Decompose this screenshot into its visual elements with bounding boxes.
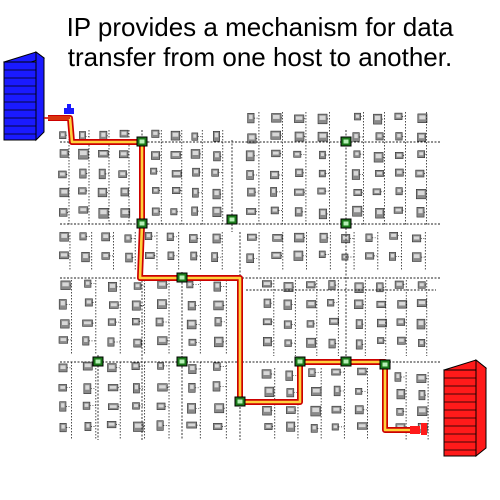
router-icon bbox=[379, 359, 391, 370]
router-icon bbox=[234, 396, 246, 407]
caption-line-1: IP provides a mechanism for data bbox=[66, 12, 454, 42]
destination-nic-icon bbox=[410, 423, 427, 435]
source-host-front bbox=[3, 61, 37, 141]
destination-host-side bbox=[475, 358, 487, 458]
source-nic-icon bbox=[44, 104, 74, 119]
router-icon bbox=[294, 356, 306, 367]
router-icon bbox=[226, 214, 238, 225]
route-path-outline bbox=[48, 115, 420, 433]
destination-host-slots bbox=[444, 377, 476, 451]
router-icon bbox=[136, 218, 148, 229]
router-icon bbox=[92, 356, 104, 367]
source-host-side bbox=[35, 51, 45, 142]
route-path-fill bbox=[48, 116, 420, 432]
workstation-devices bbox=[58, 112, 428, 433]
destination-host-front bbox=[443, 369, 477, 457]
ip-route bbox=[48, 115, 420, 433]
routers bbox=[92, 136, 391, 407]
router-icon bbox=[136, 136, 148, 147]
router-icon bbox=[176, 356, 188, 367]
source-host bbox=[2, 51, 46, 142]
router-icon bbox=[176, 272, 188, 283]
network-wires bbox=[60, 112, 440, 440]
caption-line-2: transfer from one host to another. bbox=[67, 42, 453, 72]
destination-host bbox=[443, 358, 488, 458]
router-icon bbox=[340, 356, 352, 367]
router-icon bbox=[340, 136, 352, 147]
router-icon bbox=[340, 218, 352, 229]
source-host-slots bbox=[4, 69, 36, 135]
